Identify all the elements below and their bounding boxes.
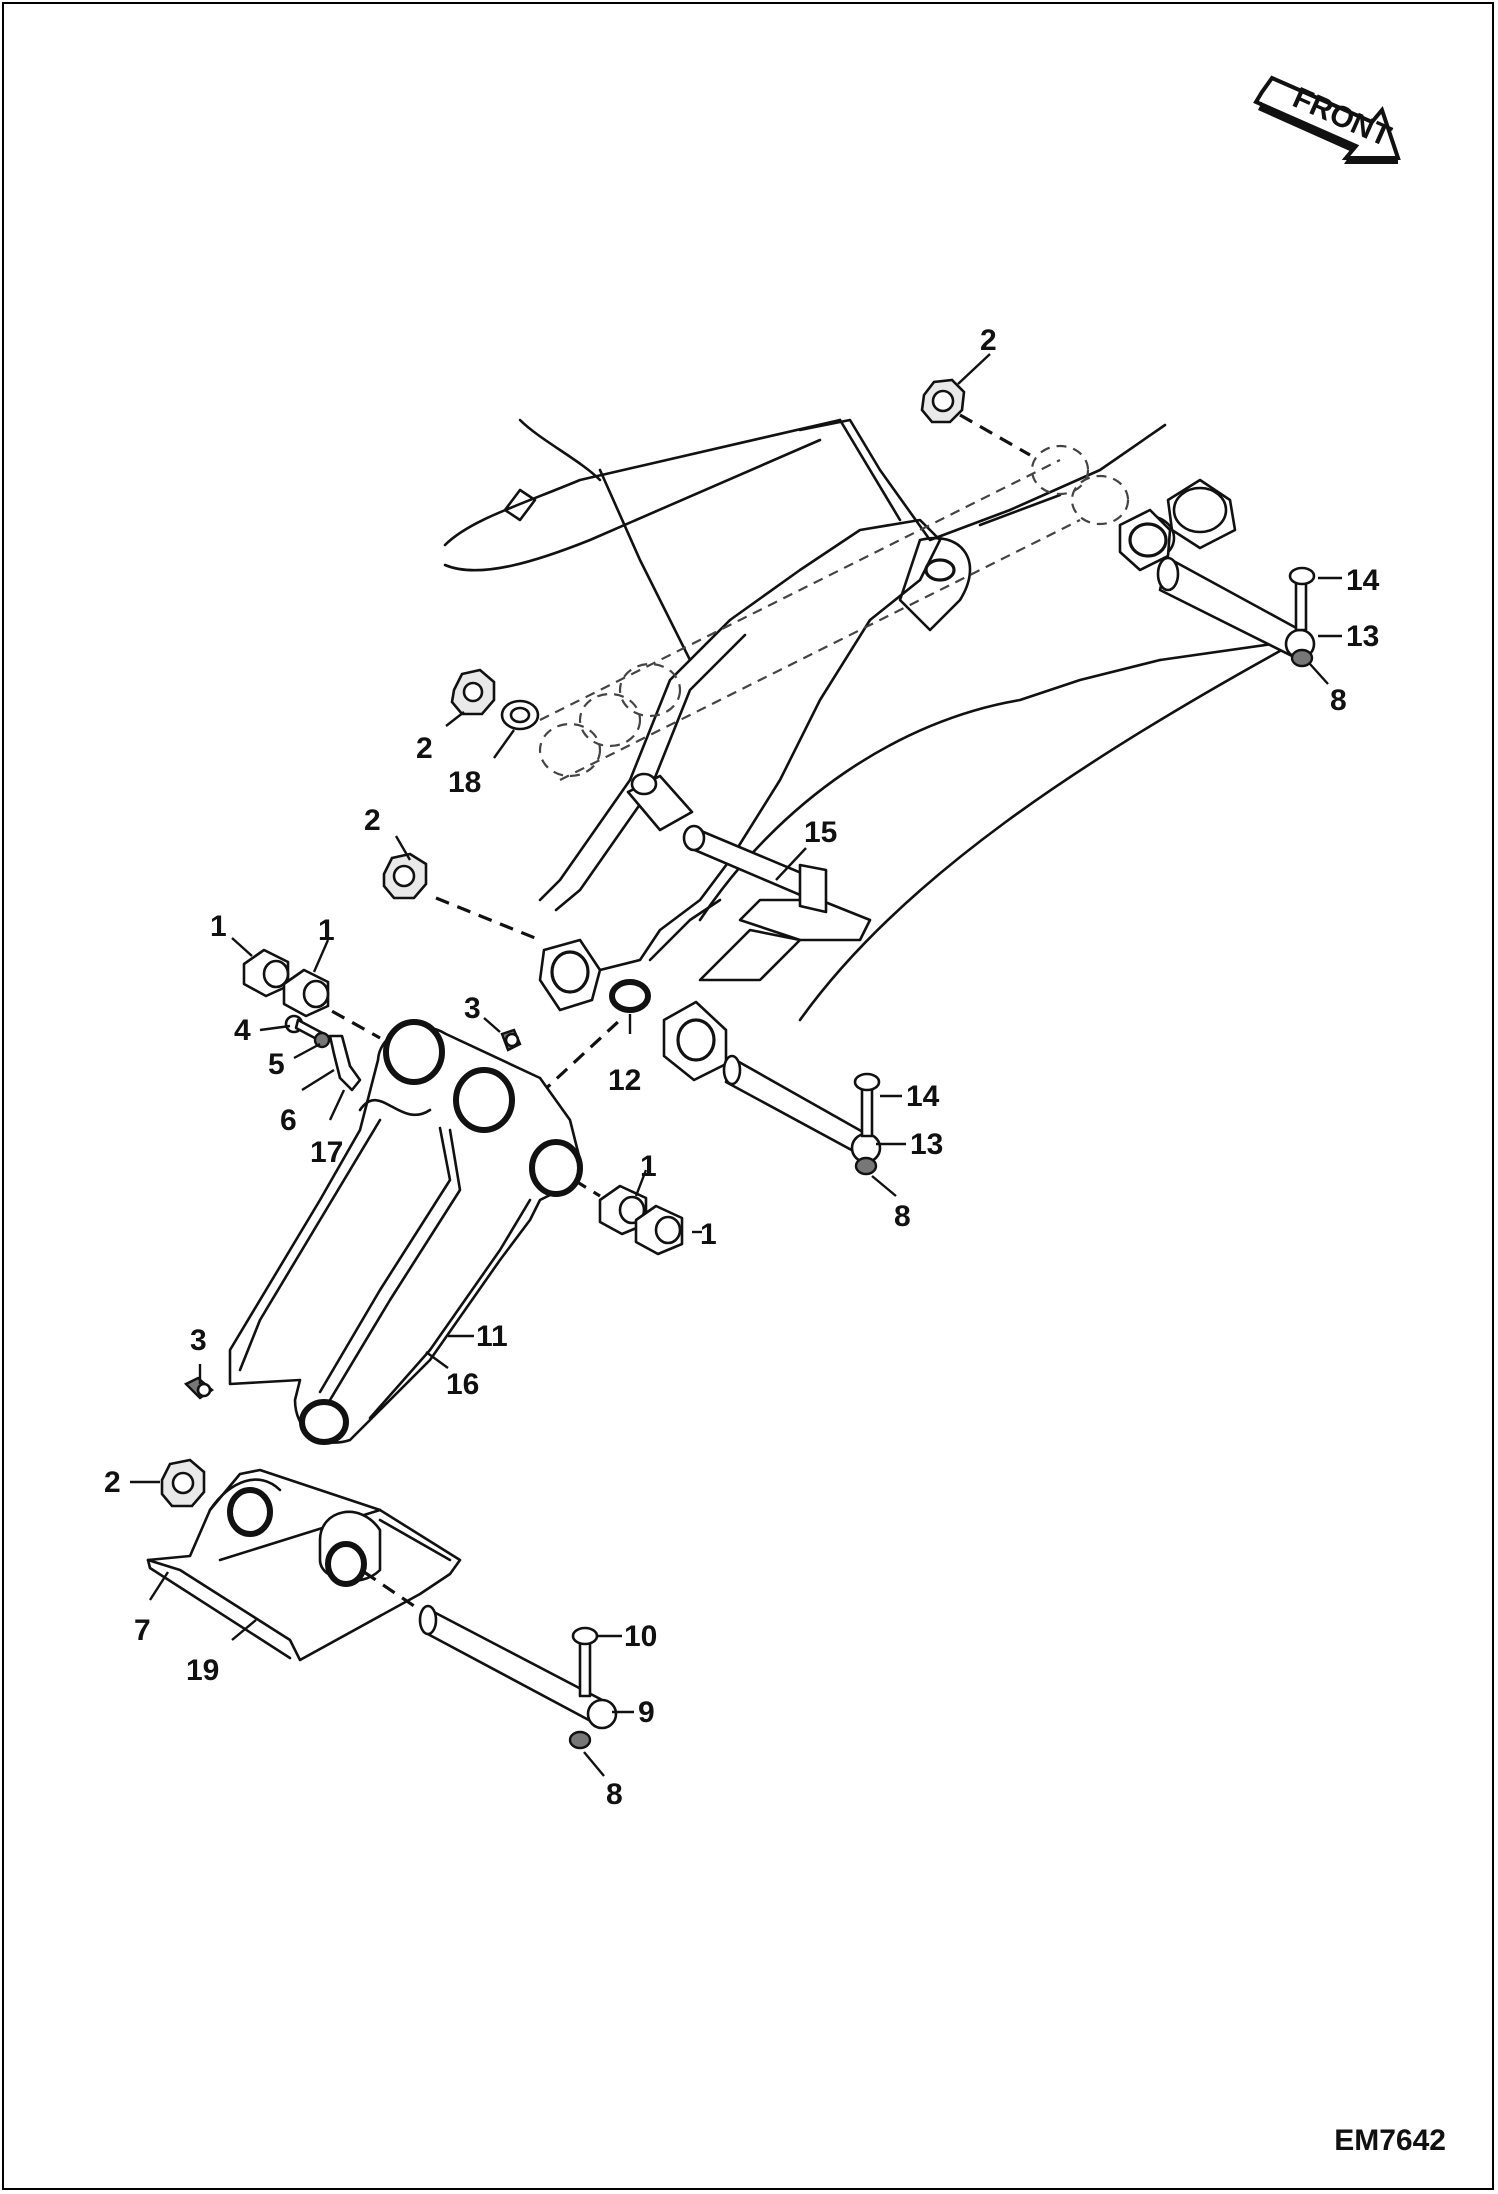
- callout-15: 15: [804, 816, 837, 849]
- bolt-14-top: [1288, 566, 1316, 632]
- bushings-1-upper: [242, 948, 330, 1018]
- callout-16: 16: [446, 1368, 479, 1401]
- washer-18: [500, 699, 540, 731]
- nut-2-mid: [450, 668, 496, 716]
- callout-7: 7: [134, 1614, 151, 1647]
- dash-arm-to-boom: [538, 1018, 622, 1096]
- washer-12: [609, 979, 651, 1013]
- callout-13-mid: 13: [910, 1128, 943, 1161]
- pin-15-group: [626, 772, 828, 914]
- bucket-link-7-19: [146, 1468, 462, 1662]
- callout-13-top: 13: [1346, 620, 1379, 653]
- callout-3-top: 3: [464, 992, 481, 1025]
- nut-8-top: [1290, 648, 1314, 668]
- callout-6: 6: [280, 1104, 297, 1137]
- callout-1-c: 1: [640, 1150, 657, 1183]
- callout-8-top: 8: [1330, 684, 1347, 717]
- callout-18: 18: [448, 766, 481, 799]
- arm-11-16: [228, 1019, 583, 1445]
- callout-numbers: 2 2 18 2 15 14 13 8 1 1 3 4 5 6 17 12 14…: [104, 324, 1380, 1811]
- hidden-cylinder-outlines: [538, 444, 1130, 781]
- left-nut-group: [382, 852, 602, 1012]
- grease-fitting-3-bottom: [183, 1376, 214, 1400]
- callout-19: 19: [186, 1654, 219, 1687]
- callout-14-top: 14: [1346, 564, 1380, 597]
- callout-8-mid: 8: [894, 1200, 911, 1233]
- callout-1-d: 1: [700, 1218, 717, 1251]
- callout-1-a: 1: [210, 910, 227, 943]
- bottom-nut-2: [160, 1458, 206, 1508]
- callout-2-top: 2: [980, 324, 997, 357]
- callout-1-b: 1: [318, 914, 335, 947]
- mid-left-nut-washer: [450, 668, 540, 731]
- bolt-bracket-group: [284, 1014, 362, 1092]
- drawing-id: EM7642: [1334, 2124, 1446, 2157]
- front-direction-arrow: FRONT: [1253, 75, 1401, 164]
- upper-right-pin-group: [920, 378, 1316, 668]
- nut-8-mid: [854, 1156, 878, 1176]
- callout-9: 9: [638, 1696, 655, 1729]
- pin-9-group: [363, 1570, 618, 1750]
- callout-2-mid: 2: [416, 732, 433, 765]
- middle-pin-group: [662, 1000, 882, 1176]
- callout-2-left: 2: [364, 804, 381, 837]
- callout-12: 12: [608, 1064, 641, 1097]
- bolt-14-mid: [853, 1072, 881, 1138]
- nut-2-top: [920, 378, 966, 424]
- callout-3-bot: 3: [190, 1324, 207, 1357]
- callout-10: 10: [624, 1620, 657, 1653]
- bushings-1-lower: [573, 1178, 684, 1256]
- nut-8-bot: [568, 1730, 592, 1750]
- callout-4: 4: [234, 1014, 251, 1047]
- callout-5: 5: [268, 1048, 285, 1081]
- bushing-top-right: [1118, 478, 1237, 572]
- callout-14-mid: 14: [906, 1080, 940, 1113]
- callout-11: 11: [476, 1320, 508, 1353]
- leader-lines: [130, 353, 1342, 1777]
- callout-2-bot: 2: [104, 1466, 121, 1499]
- bolt-10: [571, 1626, 599, 1698]
- callout-8-bot: 8: [606, 1778, 623, 1811]
- grease-fitting-3-top: [500, 1028, 522, 1052]
- callout-17: 17: [310, 1136, 343, 1169]
- nut-2-left: [382, 852, 428, 900]
